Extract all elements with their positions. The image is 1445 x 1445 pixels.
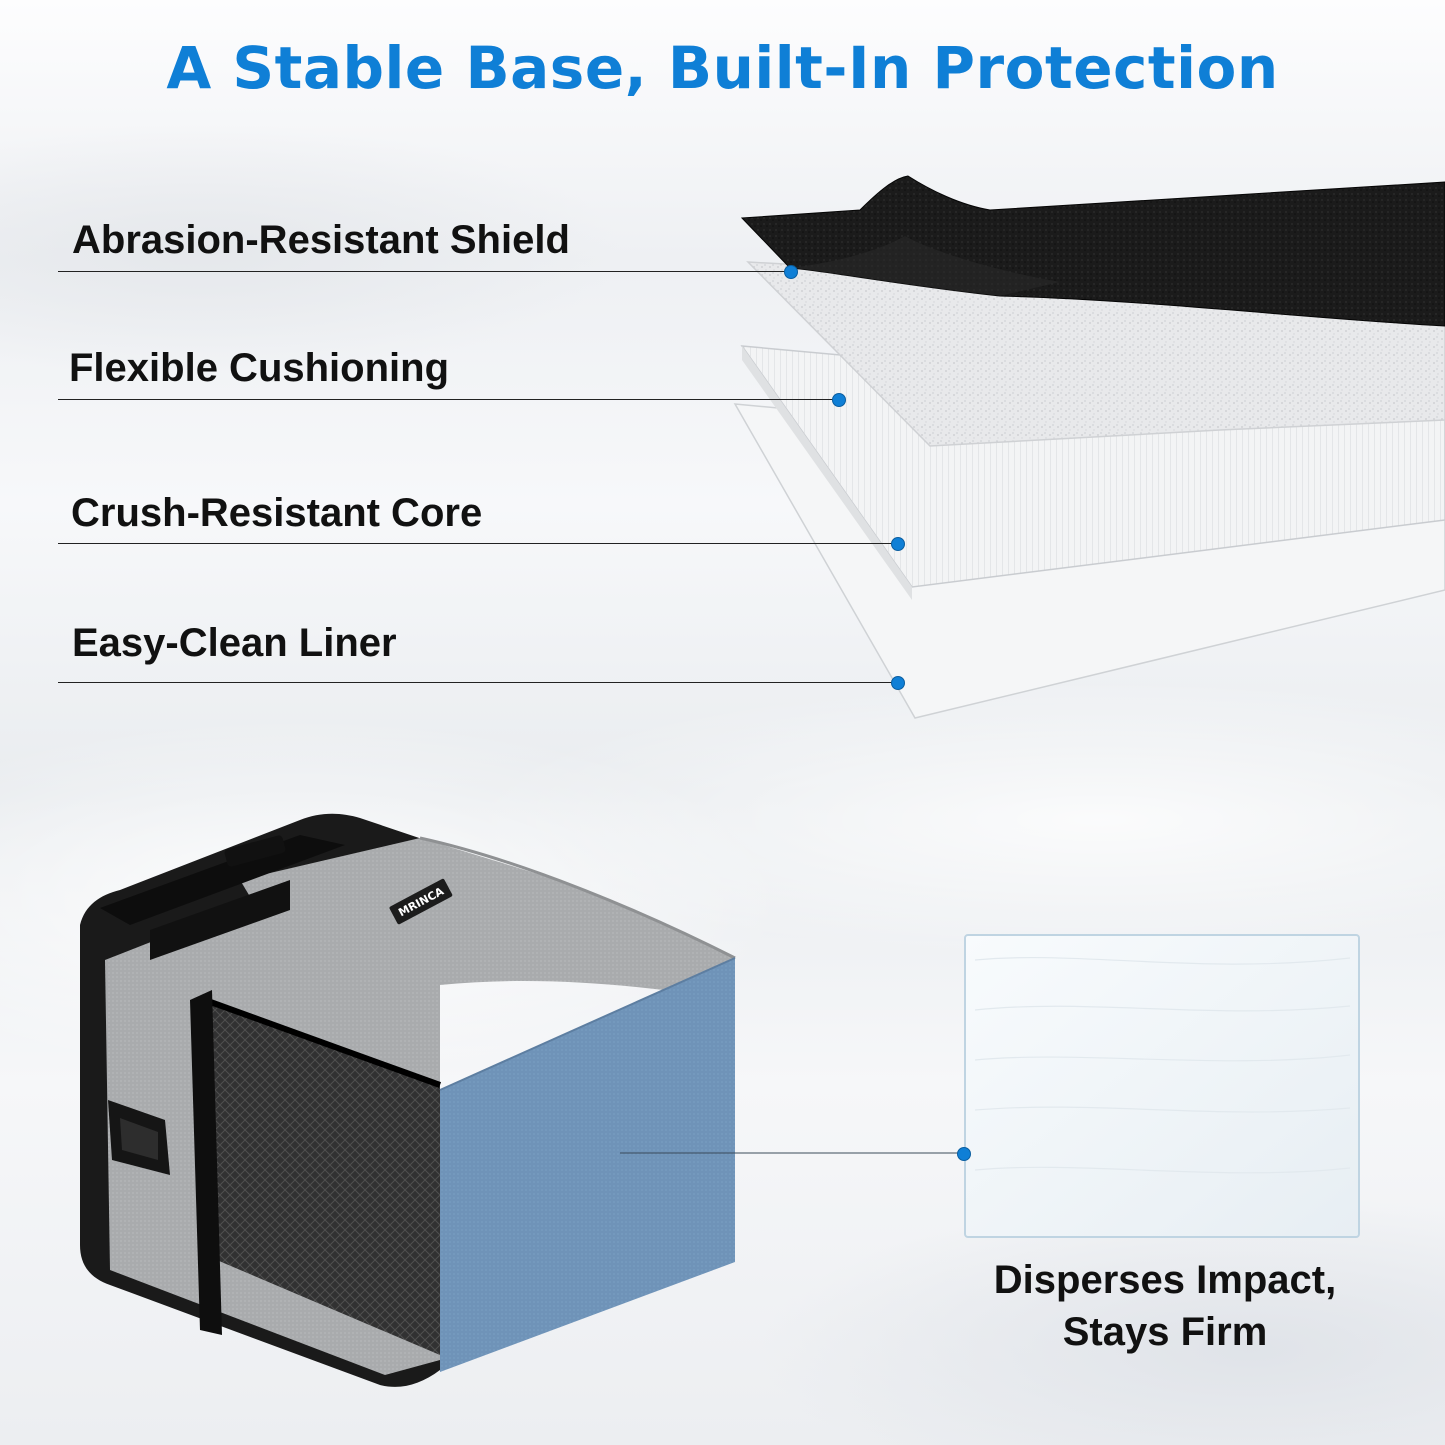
layer-label-core: Crush-Resistant Core <box>71 491 483 535</box>
brand-label <box>389 878 453 925</box>
panel-caption-line1: Disperses Impact, <box>993 1258 1337 1302</box>
leader-line-shield <box>58 271 790 272</box>
callout-dot-liner <box>891 676 905 690</box>
callout-dot-shield <box>784 265 798 279</box>
callout-dot-panel <box>957 1147 971 1161</box>
bag-board-face <box>440 958 735 1372</box>
layer-label-cushioning: Flexible Cushioning <box>69 346 450 390</box>
callout-dot-cushioning <box>832 393 846 407</box>
panel-caption: Disperses Impact, Stays Firm <box>960 1254 1370 1358</box>
lunch-bag-illustration: MRINCA <box>80 813 962 1387</box>
layer-label-liner: Easy-Clean Liner <box>72 621 397 665</box>
callout-dot-core <box>891 537 905 551</box>
layer-label-shield: Abrasion-Resistant Shield <box>72 218 570 262</box>
leader-line-cushioning <box>58 399 838 400</box>
stiff-board-panel <box>964 934 1360 1238</box>
panel-caption-line2: Stays Firm <box>1062 1310 1268 1354</box>
leader-line-liner <box>58 682 898 683</box>
page-headline: A Stable Base, Built-In Protection <box>166 34 1279 102</box>
leader-line-core <box>58 543 898 544</box>
